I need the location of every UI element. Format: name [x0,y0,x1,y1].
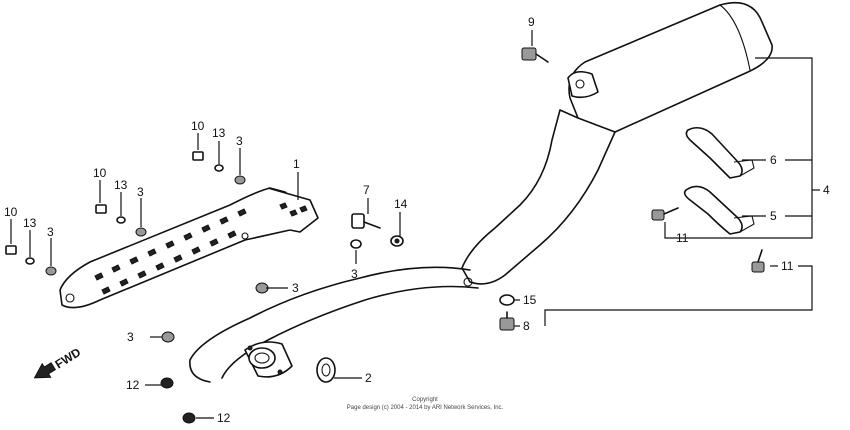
band-6[interactable] [685,126,755,179]
nut-3-pipe[interactable] [350,239,362,249]
fwd-label: FWD [53,345,84,372]
callout-9: 9 [528,15,535,29]
bolt-11-lower[interactable] [751,249,765,273]
callout-3-pipe: 3 [351,267,358,281]
muffler-assembly[interactable] [189,1,773,383]
shield-hardware-middle[interactable] [95,204,147,237]
heat-shield-guard[interactable] [59,187,319,309]
callout-6: 6 [770,153,777,167]
fwd-arrow-icon [33,362,57,379]
callout-4: 4 [823,183,830,197]
callout-3-top: 3 [236,134,243,148]
copyright-notice: Copyright Page design (c) 2004 - 2014 by… [347,397,504,411]
callout-5: 5 [770,209,777,223]
nut-12-a[interactable] [160,377,174,389]
callout-10-left: 10 [4,205,18,219]
callout-1: 1 [293,157,300,171]
callout-13-top: 13 [212,126,226,140]
shield-hardware-top[interactable] [192,151,246,185]
washer-14[interactable] [390,235,404,247]
callout-13-middle: 13 [114,178,128,192]
callout-11-lower: 11 [781,259,794,273]
bolt-11-band[interactable] [651,207,679,221]
bolt-8[interactable] [499,311,515,331]
nut-3-low[interactable] [161,331,175,343]
shield-perforations [94,202,308,295]
callout-13-left: 13 [23,216,37,230]
callout-8: 8 [523,319,530,333]
callout-3-left: 3 [47,225,54,239]
callout-12-a: 12 [126,378,140,392]
bolt-9[interactable] [521,47,549,63]
callout-14: 14 [394,197,408,211]
callout-7: 7 [363,183,370,197]
copyright-line-1: Copyright [412,397,438,403]
shield-hardware-left[interactable] [5,245,57,276]
band-5[interactable] [683,185,755,235]
callout-10-top: 10 [191,119,205,133]
callout-3-mid: 3 [292,281,299,295]
callout-10-middle: 10 [93,166,107,180]
leader-lines [10,30,820,419]
bolt-7[interactable] [351,213,381,229]
callout-2: 2 [365,371,372,385]
fwd-direction-indicator: FWD [33,345,84,379]
callout-labels: 1 2 3 3 3 3 3 3 4 5 6 7 8 9 10 10 10 11 … [4,15,830,425]
callout-15: 15 [523,293,537,307]
callout-11-band: 11 [676,231,689,245]
callout-3-middle: 3 [137,185,144,199]
gasket-2[interactable] [316,357,336,383]
copyright-line-2: Page design (c) 2004 - 2014 by ARI Netwo… [347,405,504,411]
nut-12-b[interactable] [182,412,196,424]
washer-15[interactable] [499,294,515,306]
callout-3-low: 3 [127,330,134,344]
callout-12-b: 12 [217,411,231,425]
